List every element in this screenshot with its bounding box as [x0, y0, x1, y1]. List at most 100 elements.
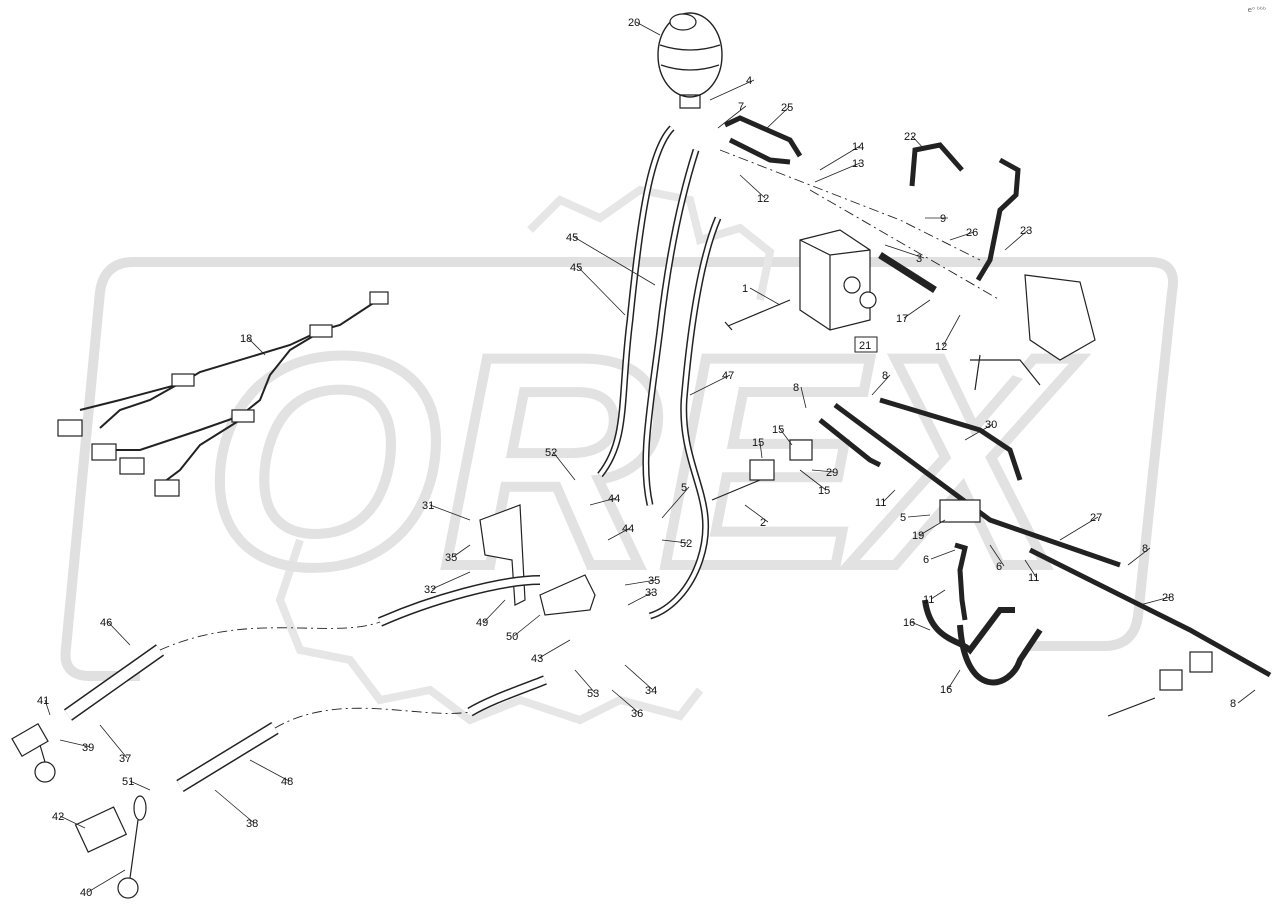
fittings-stack: [954, 542, 968, 621]
leader-line-7: [717, 105, 747, 129]
part-label-29: 29: [826, 467, 838, 479]
seal-ring: [133, 795, 147, 821]
leader-line-5: [661, 486, 690, 519]
leader-line-42: [59, 815, 86, 829]
part-label-41: 41: [37, 695, 49, 707]
accumulator-bands: [659, 44, 721, 109]
leader-line-52: [661, 539, 689, 544]
harness-connector-a: [369, 291, 389, 305]
clamp-15d: [1189, 651, 1213, 673]
watermark-outline: [60, 257, 1178, 681]
valve-coil-1: [843, 276, 861, 294]
part-label-26: 26: [966, 227, 978, 239]
part-label-6: 6: [996, 561, 1002, 573]
part-label-18: 18: [240, 333, 252, 345]
cap-strap: [39, 744, 139, 879]
part-label-3: 3: [916, 253, 922, 265]
leader-line-30: [964, 423, 994, 441]
part-label-34: 34: [645, 685, 657, 697]
valve-block: [799, 229, 871, 331]
clamp-15c: [1159, 669, 1183, 691]
bolt-2: [711, 479, 1156, 717]
dust-cap-39: [34, 761, 56, 783]
part-label-5: 5: [900, 512, 906, 524]
part-label-37: 37: [119, 753, 131, 765]
pipe-28: [1028, 547, 1272, 678]
dust-cap-40: [117, 877, 139, 899]
hose-45b-inner: [643, 149, 698, 506]
part-label-20: 20: [628, 17, 640, 29]
leader-line-49: [483, 599, 506, 623]
part-label-15: 15: [772, 424, 784, 436]
part-label-16: 16: [903, 617, 915, 629]
leader-line-22: [911, 135, 926, 151]
leader-line-40: [87, 869, 126, 893]
hose-45a-inner: [598, 126, 674, 477]
leader-line-41: [44, 699, 51, 716]
part-label-1: 1: [742, 283, 748, 295]
clamp-15b: [789, 439, 813, 461]
leader-line-45: [577, 266, 626, 316]
leader-line-45: [573, 236, 656, 286]
leader-line-32: [431, 571, 471, 590]
part-label-42: 42: [52, 811, 64, 823]
leader-line-48: [249, 759, 290, 782]
pipe-30: [833, 397, 1121, 568]
leader-line-19: [919, 519, 946, 536]
hose-left-inner: [378, 576, 547, 716]
leader-line-33: [627, 591, 654, 606]
part-label-53: 53: [587, 688, 599, 700]
part-label-11: 11: [875, 497, 886, 509]
part-label-52: 52: [545, 447, 557, 459]
part-label-47: 47: [722, 370, 734, 382]
watermark: OREX: [60, 185, 1178, 725]
hose-46-inner: [64, 645, 164, 720]
leader-line-35: [624, 579, 657, 586]
part-label-8: 8: [882, 370, 888, 382]
part-label-35: 35: [445, 552, 457, 564]
leader-line-8: [800, 386, 807, 409]
part-label-16: 16: [940, 684, 952, 696]
part-label-22: 22: [904, 131, 916, 143]
leader-line-13: [814, 162, 861, 183]
part-label-21: 21: [859, 340, 871, 352]
part-label-30: 30: [985, 419, 997, 431]
harness-plug-1: [57, 419, 83, 437]
part-label-12: 12: [757, 193, 769, 205]
leader-line-26: [949, 231, 975, 241]
leader-line-25: [764, 106, 790, 131]
leader-line-35: [452, 544, 471, 558]
hose-17: [878, 252, 937, 293]
part-label-48: 48: [281, 776, 293, 788]
leader-line-15: [799, 469, 827, 491]
leader-line-12: [739, 174, 766, 199]
leader-line-16: [947, 669, 961, 690]
part-label-4: 4: [746, 75, 752, 87]
coupling-42: [74, 806, 128, 853]
leader-line-5: [907, 514, 931, 518]
part-label-51: 51: [122, 776, 134, 788]
leader-line-27: [1059, 516, 1099, 541]
pipe-25: [723, 115, 803, 165]
part-label-11: 11: [1028, 572, 1039, 584]
part-label-31: 31: [422, 500, 434, 512]
leader-line-44: [589, 497, 617, 506]
part-label-17: 17: [896, 313, 908, 325]
leader-line-18: [247, 337, 266, 356]
part-label-27: 27: [1090, 512, 1102, 524]
valve-coil-2: [859, 291, 877, 309]
leader-line-36: [611, 689, 640, 714]
part-label-45: 45: [570, 262, 582, 274]
corner-code: e⁰ ᵇᵇᵇ: [1247, 6, 1266, 14]
part-label-36: 36: [631, 708, 643, 720]
part-label-11: 11: [923, 594, 934, 606]
leader-line-28: [1139, 596, 1171, 606]
part-label-7: 7: [738, 101, 744, 113]
leader-line-39: [59, 739, 91, 748]
harness-18: [79, 299, 379, 486]
part-label-23: 23: [1020, 225, 1032, 237]
pipe-29: [818, 418, 882, 468]
part-label-40: 40: [80, 887, 92, 899]
